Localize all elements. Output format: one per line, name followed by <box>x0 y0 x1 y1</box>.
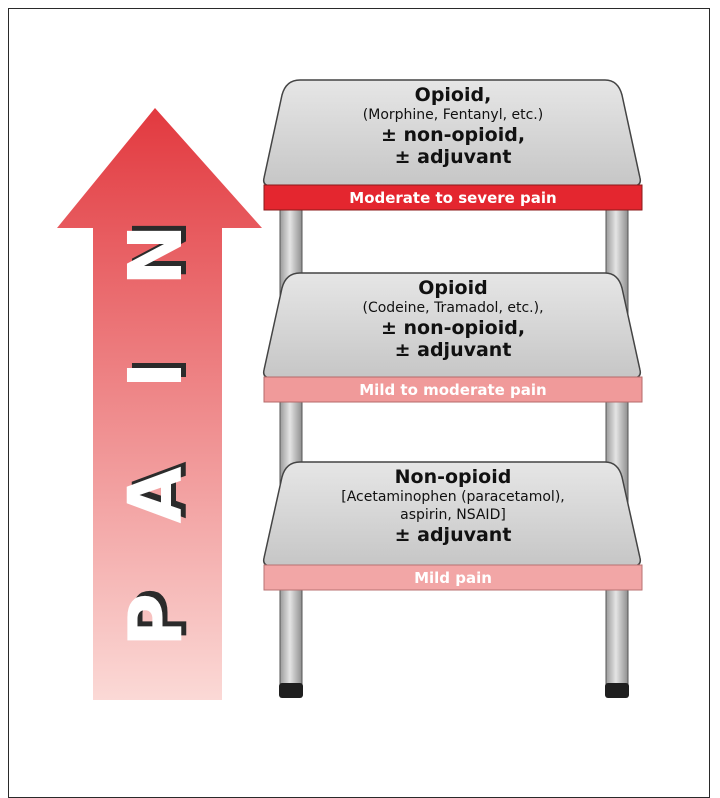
step-top-title: Opioid, <box>300 84 606 106</box>
pain-label: P A I N <box>116 200 196 660</box>
step-top-text: Opioid, (Morphine, Fentanyl, etc.) ± non… <box>300 84 606 168</box>
step-middle-title: Opioid <box>300 277 606 299</box>
step-top-line4: ± adjuvant <box>300 146 606 168</box>
pain-letter-i: I <box>116 335 196 415</box>
step-middle-detail: (Codeine, Tramadol, etc.), <box>300 299 606 317</box>
pain-letter-p: P <box>116 580 196 660</box>
band-bottom-label: Mild pain <box>264 568 642 588</box>
step-bottom-detail2: aspirin, NSAID] <box>296 506 610 524</box>
band-middle-label: Mild to moderate pain <box>264 380 642 400</box>
left-foot <box>279 683 303 698</box>
right-foot <box>605 683 629 698</box>
step-bottom-text: Non-opioid [Acetaminophen (paracetamol),… <box>296 466 610 546</box>
step-middle-text: Opioid (Codeine, Tramadol, etc.), ± non-… <box>300 277 606 361</box>
step-top-line3: ± non-opioid, <box>300 124 606 146</box>
pain-letter-a: A <box>116 455 196 535</box>
pain-letter-n: N <box>116 215 196 295</box>
band-top-label: Moderate to severe pain <box>264 188 642 208</box>
step-middle-line3: ± non-opioid, <box>300 317 606 339</box>
step-bottom-detail: [Acetaminophen (paracetamol), <box>296 488 610 506</box>
step-middle-line4: ± adjuvant <box>300 339 606 361</box>
step-bottom-line4: ± adjuvant <box>296 524 610 546</box>
step-top-detail: (Morphine, Fentanyl, etc.) <box>300 106 606 124</box>
step-bottom-title: Non-opioid <box>296 466 610 488</box>
step-legs <box>279 190 629 698</box>
